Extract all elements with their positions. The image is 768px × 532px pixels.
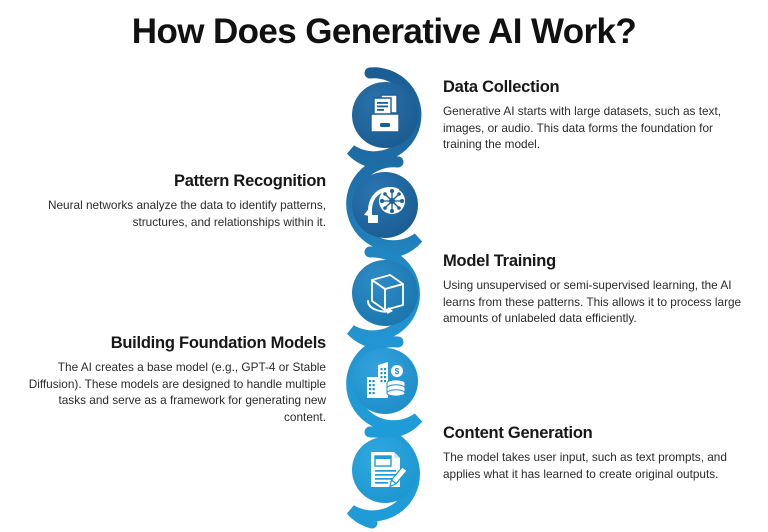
svg-text:$: $ (395, 367, 400, 376)
step-body: The model takes user input, such as text… (443, 450, 727, 481)
step-block-pattern-recognition: Pattern Recognition Neural networks anal… (21, 172, 326, 230)
step-title: Pattern Recognition (173, 172, 326, 190)
step-node-1[interactable] (352, 82, 418, 148)
spine-arc-3 (346, 246, 420, 349)
document-pencil-icon (371, 452, 409, 488)
buildings-database-icon: $ (367, 362, 406, 398)
step-title: Model Training (443, 252, 556, 270)
folder-documents-icon (370, 94, 400, 133)
rotating-cube-icon (367, 274, 404, 314)
page-title: How Does Generative AI Work? (131, 12, 637, 51)
spine-arc-1 (346, 67, 422, 169)
step-node-4[interactable] (352, 348, 418, 414)
step-body: Using unsupervised or semi-supervised le… (443, 278, 742, 325)
spine-arc-5 (346, 426, 420, 529)
step-node-3[interactable] (352, 260, 418, 326)
step-title: Building Foundation Models (110, 334, 327, 352)
step-body: The AI creates a base model (e.g., GPT-4… (28, 360, 326, 424)
step-block-model-training: Model Training Using unsupervised or sem… (443, 252, 743, 327)
step-node-5[interactable] (352, 437, 418, 503)
step-block-building-foundation-models: Building Foundation Models The AI create… (21, 334, 327, 425)
step-title: Content Generation (443, 424, 593, 442)
step-body: Generative AI starts with large datasets… (443, 104, 722, 151)
step-node-2[interactable] (352, 172, 418, 238)
step-body: Neural networks analyze the data to iden… (47, 198, 326, 229)
head-neural-network-icon (364, 187, 405, 223)
step-block-content-generation: Content Generation The model takes user … (443, 424, 743, 482)
spine-arc-2 (346, 156, 423, 258)
spine-arc-4 (346, 336, 423, 438)
step-title: Data Collection (443, 78, 560, 96)
step-block-data-collection: Data Collection Generative AI starts wit… (443, 78, 743, 153)
